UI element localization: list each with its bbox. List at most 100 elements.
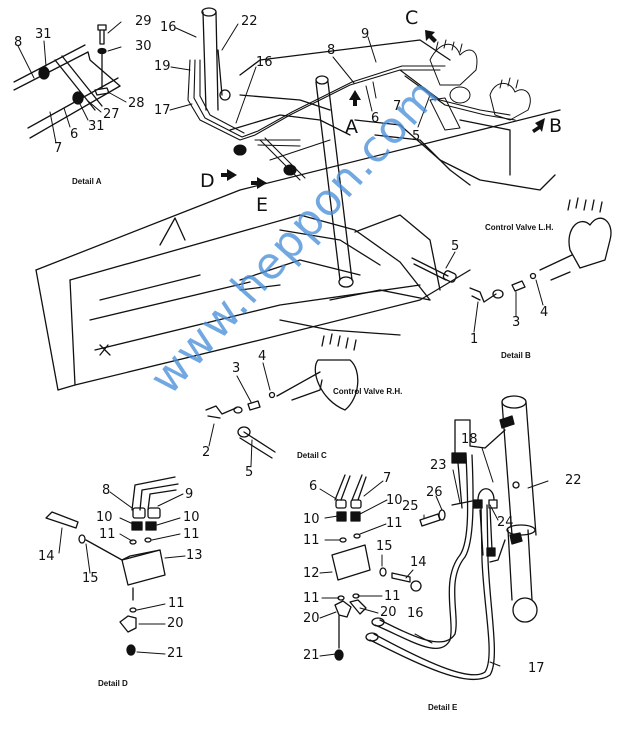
part-label: 6 <box>70 127 79 142</box>
arrow-e-icon <box>251 177 267 189</box>
control-valve-cluster <box>430 40 530 130</box>
detail-d-leaders <box>59 492 185 654</box>
part-label: 13 <box>186 548 203 563</box>
part-label: 4 <box>258 349 267 364</box>
detail-a-leaders <box>18 22 126 143</box>
hydraulic-hoses-main <box>188 60 515 180</box>
part-label: 9 <box>361 27 370 42</box>
part-label: 25 <box>402 499 419 514</box>
view-arrows <box>221 30 545 189</box>
tube-icon <box>132 477 178 510</box>
arrow-a-icon <box>349 90 361 106</box>
o-ring-icon <box>270 393 275 398</box>
part-label: 21 <box>167 646 184 661</box>
arrow-b-icon <box>532 118 545 133</box>
elbow-fitting-icon <box>470 288 496 302</box>
control-valve-rh-label: Control Valve R.H. <box>333 387 403 396</box>
part-label: 14 <box>410 555 427 570</box>
detail-b-leaders <box>446 252 543 332</box>
view-marker-b: B <box>549 115 563 137</box>
washer-icon <box>439 510 445 520</box>
part-label: 7 <box>383 471 392 486</box>
view-marker-a: A <box>345 116 358 138</box>
part-label: 10 <box>183 510 200 525</box>
part-label: 6 <box>309 479 318 494</box>
part-label: 10 <box>386 493 403 508</box>
part-label: 12 <box>303 566 320 581</box>
part-label: 2 <box>202 445 211 460</box>
view-marker-c: C <box>405 7 419 29</box>
part-label: 10 <box>303 512 320 527</box>
u-tube-18 <box>478 489 494 500</box>
part-label: 5 <box>245 465 254 480</box>
valve-block-icon <box>122 550 165 585</box>
hose-fitting-icon <box>412 258 448 280</box>
part-label: 6 <box>371 111 380 126</box>
elbow-fitting-icon <box>206 406 236 418</box>
adapter-icon <box>248 401 260 410</box>
part-label: 7 <box>54 141 63 156</box>
part-label: 14 <box>38 549 55 564</box>
part-label: 11 <box>386 516 403 531</box>
part-label: 3 <box>512 315 521 330</box>
part-label: 16 <box>256 55 273 70</box>
part-label: 4 <box>540 305 549 320</box>
part-label: 20 <box>167 616 184 631</box>
part-label: 16 <box>160 20 177 35</box>
bolt-icon <box>98 25 106 44</box>
part-label: 30 <box>135 39 152 54</box>
main-view-leaders <box>170 24 430 127</box>
part-label: 8 <box>102 483 111 498</box>
arrow-d-icon <box>221 169 237 181</box>
detail-c-parts <box>206 334 358 458</box>
part-label: 17 <box>154 103 171 118</box>
part-label: 21 <box>303 648 320 663</box>
part-label: 24 <box>497 515 514 530</box>
detail-d-parts <box>46 477 178 655</box>
washer-icon <box>98 49 106 54</box>
part-label: 5 <box>451 239 460 254</box>
part-label: 20 <box>380 605 397 620</box>
part-label: 31 <box>88 119 105 134</box>
clamp-bolt-icon <box>73 92 83 104</box>
part-label: 31 <box>35 27 52 42</box>
detail-c-caption: Detail C <box>297 451 327 460</box>
part-label: 8 <box>14 35 23 50</box>
part-label: 29 <box>135 14 152 29</box>
lift-cylinder-center <box>316 76 353 287</box>
part-label: 7 <box>393 99 402 114</box>
bolt-icon <box>392 573 410 582</box>
detail-a-caption: Detail A <box>72 177 102 186</box>
bolt-icon <box>420 514 440 526</box>
view-marker-e: E <box>256 194 269 216</box>
part-label: 16 <box>407 606 424 621</box>
control-valve-lh-label: Control Valve L.H. <box>485 223 554 232</box>
detail-b-parts <box>412 198 611 302</box>
adapter-icon <box>512 281 525 291</box>
hose-fitting-icon <box>240 432 275 458</box>
upper-frame <box>230 40 555 190</box>
part-label: 26 <box>426 485 443 500</box>
elbow-fitting-icon <box>350 600 366 614</box>
hose-16 <box>375 455 468 648</box>
part-label: 15 <box>376 539 393 554</box>
part-label: 5 <box>412 129 421 144</box>
view-marker-d: D <box>200 170 215 192</box>
valve-block-icon <box>332 545 370 580</box>
part-label: 22 <box>565 473 582 488</box>
part-label: 19 <box>154 59 171 74</box>
part-label: 11 <box>384 589 401 604</box>
part-label: 18 <box>461 432 478 447</box>
bolt-icon <box>46 512 78 528</box>
part-label: 17 <box>528 661 545 676</box>
moldboard-blade <box>36 110 560 390</box>
part-label: 15 <box>82 571 99 586</box>
part-label: 11 <box>183 527 200 542</box>
hose-17 <box>370 505 494 680</box>
part-label: 11 <box>303 533 320 548</box>
part-label: 20 <box>303 611 320 626</box>
part-label: 23 <box>430 458 447 473</box>
washer-icon <box>79 535 85 543</box>
part-label: 27 <box>103 107 120 122</box>
